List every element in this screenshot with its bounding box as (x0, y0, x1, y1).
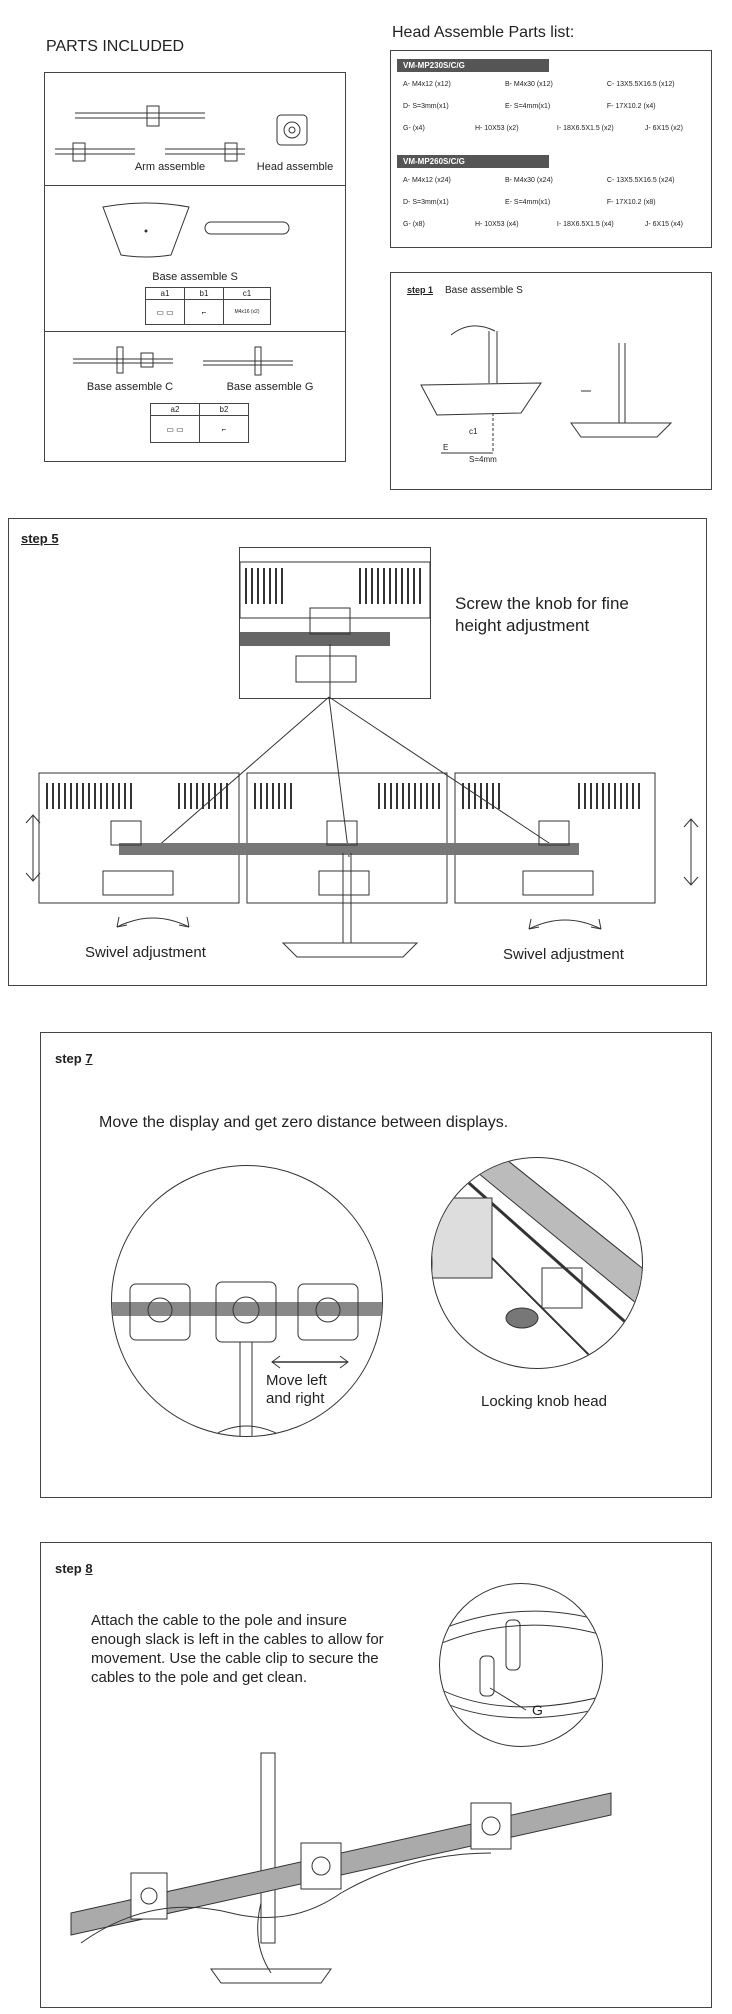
up-down-arrow-icon (25, 814, 41, 882)
step1-e-label: E (443, 443, 449, 452)
head-parts-title: Head Assemble Parts list: (392, 24, 575, 41)
up-down-arrow-icon (683, 818, 699, 886)
step1-drawing (420, 325, 673, 454)
step5-callout-text: Screw the knob for fine height adjustmen… (455, 594, 629, 635)
part-d: D- S=3mm(x1) (403, 103, 449, 110)
step8-label-prefix: step (55, 1561, 86, 1576)
swivel-arrow-icon (116, 916, 190, 928)
height-knob-drawing (239, 561, 431, 698)
parts-included-title: PARTS INCLUDED (46, 38, 185, 55)
part-c: C- 13X5.5X16.5 (x24) (606, 177, 675, 184)
step1-s-label: S=4mm (469, 455, 497, 464)
step5-zoom-inset (239, 547, 431, 699)
part-a: A- M4x12 (x12) (403, 81, 451, 88)
base-s-parts-table: a1 b1 c1 ▭ ▭ ⌐ M4x16 (x2) (145, 287, 271, 325)
part-f: F- 17X10.2 (x8) (606, 199, 656, 206)
cable-clip-drawing (440, 1610, 602, 1719)
locking-knob-drawing (432, 1158, 642, 1368)
base-g-parts-table: a2 b2 ▭ ▭ ⌐ (150, 403, 249, 443)
part-i: I- 18X6.5X1.5 (x4) (556, 221, 614, 228)
arm-assemble-drawing (55, 105, 245, 162)
part-f: F- 17X10.2 (x4) (606, 103, 656, 110)
locking-knob-circle (431, 1157, 643, 1369)
part-h: H- 10X53 (x2) (474, 125, 519, 132)
step1-label: step 1 (407, 285, 434, 295)
model-header-1: VM-MP230S/C/G (397, 59, 549, 72)
part-a1-icon: ▭ ▭ (145, 299, 185, 325)
pole-drawing (204, 221, 290, 235)
part-i: I- 18X6.5X1.5 (x2) (556, 125, 614, 132)
parts-row: D- S=3mm(x1) E- S=4mm(x1) F- 17X10.2 (x4… (403, 103, 656, 110)
clip-g-label: G (532, 1702, 543, 1718)
zero-distance-circle: Move left and right (111, 1165, 383, 1437)
head-mounts-drawing (112, 1281, 382, 1436)
step8-label-num: 8 (85, 1561, 93, 1576)
part-b: B- M4x30 (x24) (504, 177, 553, 184)
table-header: b1 (184, 287, 224, 300)
step1-panel: step 1 Base assemble S c1 E S=4mm (390, 272, 712, 490)
step1-c1-label: c1 (469, 427, 478, 436)
step7-instruction: Move the display and get zero distance b… (99, 1114, 509, 1131)
arm-assemble-label: Arm assemble (134, 161, 206, 173)
part-h: H- 10X53 (x4) (474, 221, 519, 228)
part-b: B- M4x30 (x12) (504, 81, 553, 88)
part-g: G- (x8) (403, 221, 425, 228)
parts-row: G- (x4) H- 10X53 (x2) I- 18X6.5X1.5 (x2)… (403, 125, 683, 132)
divider (45, 331, 345, 332)
parts-row: G- (x8) H- 10X53 (x4) I- 18X6.5X1.5 (x4)… (403, 221, 683, 228)
part-g: G- (x4) (403, 125, 425, 132)
head-assemble-drawing (276, 114, 308, 146)
step7-label-num: 7 (85, 1051, 93, 1066)
part-e: E- S=4mm(x1) (504, 199, 551, 206)
swivel-adjustment-left: Swivel adjustment (85, 944, 206, 961)
divider (45, 185, 345, 186)
step7-panel: step 7 Move the display and get zero dis… (40, 1032, 712, 1498)
parts-included-panel: Arm assemble Head assemble Base assemble… (44, 72, 346, 462)
part-b1-icon: ⌐ (184, 299, 224, 325)
head-assemble-label: Head assemble (256, 161, 334, 173)
part-c1-cell: M4x16 (x2) (223, 299, 271, 325)
part-j: J- 6X15 (x4) (644, 221, 683, 228)
model-header-2: VM-MP260S/C/G (397, 155, 549, 168)
part-a: A- M4x12 (x24) (403, 177, 451, 184)
parts-row: D- S=3mm(x1) E- S=4mm(x1) F- 17X10.2 (x8… (403, 199, 656, 206)
step8-instruction: Attach the cable to the pole and insure … (91, 1612, 384, 1686)
step8-panel: step 8 Attach the cable to the pole and … (40, 1542, 712, 2008)
stand-cable-drawing (70, 1752, 612, 1984)
step5-panel: step 5 Screw the knob for fine height ad… (8, 518, 707, 986)
base-g-drawing (203, 346, 293, 376)
base-c-drawing (73, 346, 173, 374)
base-assemble-s-label: Base assemble S (152, 271, 238, 283)
table-header: a1 (145, 287, 185, 300)
base-plate-drawing (102, 202, 190, 258)
step8-label: step 8 (55, 1561, 93, 1576)
cable-clip-circle: G (439, 1583, 603, 1747)
part-b2-icon: ⌐ (199, 415, 249, 443)
step1-title: Base assemble S (445, 285, 523, 296)
table-header: b2 (199, 403, 249, 416)
head-parts-panel: VM-MP230S/C/G A- M4x12 (x12) B- M4x30 (x… (390, 50, 712, 248)
table-header: a2 (150, 403, 200, 416)
table-header: c1 (223, 287, 271, 300)
base-assemble-c-label: Base assemble C (86, 381, 174, 393)
move-left-right-text: Move left and right (266, 1372, 327, 1407)
locking-knob-head-text: Locking knob head (481, 1393, 607, 1410)
step7-label-prefix: step (55, 1051, 86, 1066)
swivel-adjustment-right: Swivel adjustment (503, 946, 624, 963)
parts-row: A- M4x12 (x24) B- M4x30 (x24) C- 13X5.5X… (403, 177, 675, 184)
part-c: C- 13X5.5X16.5 (x12) (606, 81, 675, 88)
part-a2-icon: ▭ ▭ (150, 415, 200, 443)
leader-lines (156, 696, 556, 858)
parts-row: A- M4x12 (x12) B- M4x30 (x12) C- 13X5.5X… (403, 81, 675, 88)
step5-label: step 5 (21, 531, 59, 546)
base-assemble-g-label: Base assemble G (226, 381, 314, 393)
part-e: E- S=4mm(x1) (504, 103, 551, 110)
part-d: D- S=3mm(x1) (403, 199, 449, 206)
swivel-arrow-icon (528, 918, 602, 930)
step7-label: step 7 (55, 1051, 93, 1066)
part-j: J- 6X15 (x2) (644, 125, 683, 132)
three-monitor-drawing (38, 772, 656, 958)
